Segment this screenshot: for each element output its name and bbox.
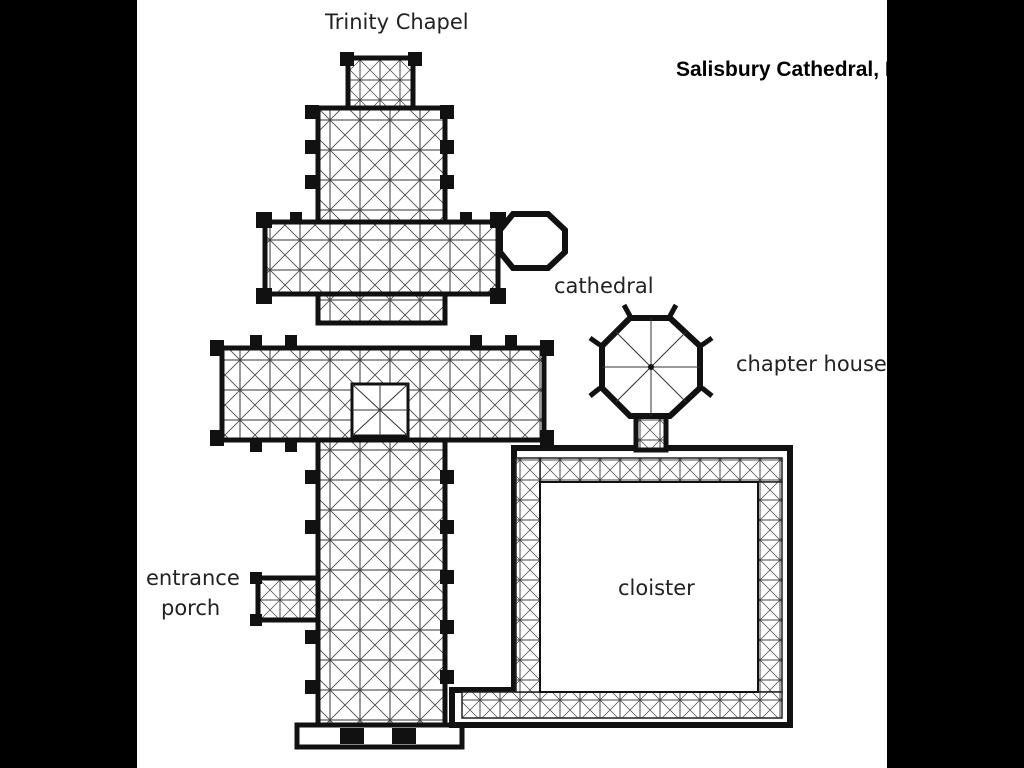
label-chapter-house: chapter house bbox=[736, 352, 887, 376]
entrance-porch-structure bbox=[250, 572, 321, 626]
slide-title: Salisbury Cathedral, Plan bbox=[676, 58, 930, 81]
west-front bbox=[294, 722, 465, 750]
label-cloister: cloister bbox=[618, 576, 695, 600]
label-cathedral: cathedral bbox=[554, 274, 654, 298]
label-porch: porch bbox=[161, 596, 221, 620]
cloister-walks bbox=[449, 445, 793, 728]
chapter-house-structure bbox=[588, 303, 714, 453]
eastern-transept bbox=[256, 212, 506, 304]
label-trinity-chapel: Trinity Chapel bbox=[325, 10, 469, 34]
vestry-octagon bbox=[497, 211, 568, 271]
nave bbox=[305, 437, 454, 733]
label-entrance: entrance bbox=[146, 566, 240, 590]
